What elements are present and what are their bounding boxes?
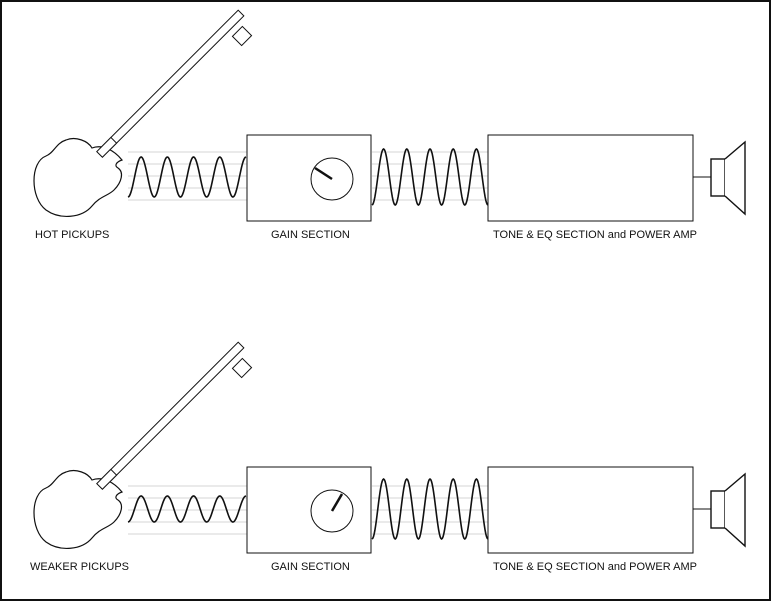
- tone-eq-power-amp-box: [487, 466, 694, 554]
- amplified-signal-wave: [371, 148, 489, 206]
- tone-eq-power-amp-label-top: TONE & EQ SECTION and POWER AMP: [493, 229, 697, 241]
- speaker-magnet: [710, 490, 726, 529]
- gain-section-label-bottom: GAIN SECTION: [271, 561, 350, 573]
- weaker-pickups-chain: [33, 341, 746, 554]
- knob-indicator: [314, 166, 333, 181]
- guitar-neck-joint: [96, 468, 118, 490]
- guitar-neck-joint: [96, 136, 118, 158]
- tone-eq-power-amp-label-bottom: TONE & EQ SECTION and POWER AMP: [493, 561, 697, 573]
- tone-eq-power-amp-box: [487, 134, 694, 222]
- hot-pickups-label: HOT PICKUPS: [35, 229, 110, 241]
- guitar-neck: [96, 9, 245, 158]
- input-signal-wave: [127, 156, 247, 198]
- guitar-icon: [33, 469, 124, 549]
- guitar-headstock: [231, 25, 253, 47]
- speaker-magnet: [710, 158, 726, 197]
- guitar-icon: [33, 137, 124, 217]
- speaker-icon: [724, 140, 746, 216]
- input-signal-wave: [127, 495, 247, 523]
- guitar-neck: [96, 341, 245, 490]
- knob-indicator: [330, 493, 344, 512]
- gain-section-label-top: GAIN SECTION: [271, 229, 350, 241]
- weaker-pickups-label: WEAKER PICKUPS: [30, 561, 130, 573]
- amplified-signal-wave: [371, 477, 489, 541]
- hot-pickups-chain: [33, 9, 746, 222]
- speaker-icon: [724, 472, 746, 548]
- guitar-headstock: [231, 357, 253, 379]
